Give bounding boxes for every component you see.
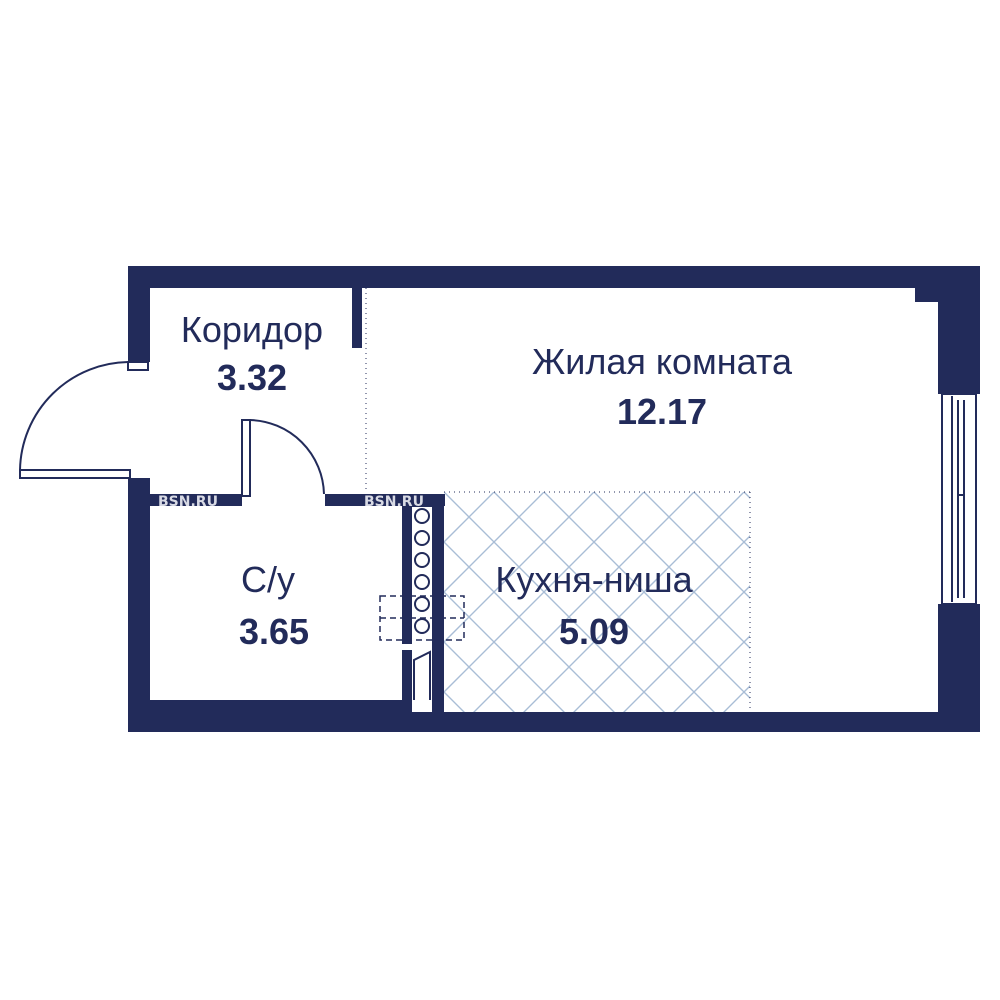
kitchen-label: Кухня-ниша: [495, 559, 693, 600]
kitchen-area: 5.09: [559, 611, 629, 652]
walls: [128, 266, 980, 732]
entrance-door: [19, 361, 149, 479]
riser: [413, 650, 431, 700]
bathroom-area: 3.65: [239, 611, 309, 652]
zone-boundaries: [365, 288, 751, 712]
bathroom-door: [241, 419, 325, 497]
watermark-left: BSN.RU: [158, 494, 218, 510]
window: [941, 393, 977, 605]
watermark-right: BSN.RU: [364, 494, 424, 510]
utility-shaft: [412, 505, 432, 634]
corridor-label: Коридор: [181, 309, 323, 350]
living-room-area: 12.17: [617, 391, 707, 432]
access-hatch: [379, 595, 465, 641]
bathroom-label: С/у: [241, 559, 295, 600]
kitchen-floor-hatch: [444, 492, 750, 714]
corridor-area: 3.32: [217, 357, 287, 398]
living-room-label: Жилая комната: [532, 341, 793, 382]
